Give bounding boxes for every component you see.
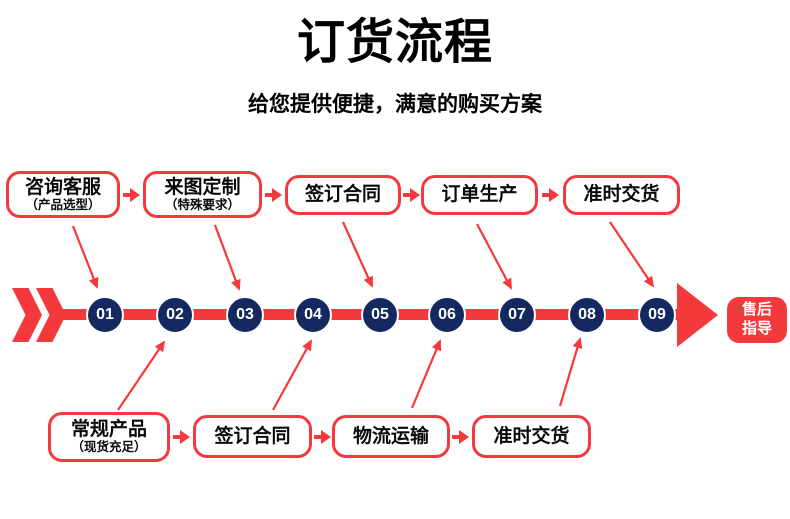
connector-arrow	[117, 340, 166, 411]
step-label: 来图定制	[164, 176, 241, 198]
page-title: 订货流程	[296, 16, 493, 69]
arrow-right-icon	[542, 188, 559, 202]
timeline-step-05: 05	[361, 296, 399, 334]
step-box-order-production: 订单生产	[421, 175, 538, 215]
step-sublabel: （产品选型）	[25, 197, 101, 212]
connector-arrow	[410, 339, 442, 409]
arrow-right-icon	[265, 188, 282, 202]
after-sales-badge: 售后 指导	[727, 297, 787, 343]
flow-end-arrow-icon	[677, 283, 718, 347]
timeline-step-03: 03	[226, 296, 264, 334]
connector-arrow	[71, 225, 99, 289]
step-label: 签订合同	[304, 184, 381, 206]
timeline-step-09: 09	[638, 296, 676, 334]
step-box-custom-drawing: 来图定制 （特殊要求）	[143, 171, 262, 218]
step-box-sign-contract-bottom: 签订合同	[193, 415, 312, 458]
step-sublabel: （现货充足）	[71, 440, 147, 455]
step-label: 常规产品	[70, 419, 147, 441]
step-label: 准时交货	[493, 425, 570, 447]
step-box-logistics: 物流运输	[332, 415, 450, 458]
arrow-right-icon	[123, 188, 140, 202]
timeline-step-06: 06	[428, 296, 466, 334]
arrow-right-icon	[173, 430, 190, 444]
arrow-right-icon	[403, 188, 420, 202]
step-label: 准时交货	[583, 184, 660, 206]
connector-arrow	[213, 224, 241, 291]
step-label: 物流运输	[352, 425, 429, 447]
connector-arrow	[609, 221, 655, 288]
timeline-step-07: 07	[498, 296, 536, 334]
timeline-step-04: 04	[294, 296, 332, 334]
after-sales-badge-line2: 指导	[741, 320, 772, 337]
timeline-step-01: 01	[86, 296, 124, 334]
step-label: 咨询客服	[24, 176, 101, 198]
step-box-regular-product: 常规产品 （现货充足）	[48, 412, 170, 462]
timeline-step-08: 08	[568, 296, 606, 334]
timeline-step-02: 02	[156, 296, 194, 334]
step-box-consult: 咨询客服 （产品选型）	[6, 171, 120, 218]
page-subtitle: 给您提供便捷，满意的购买方案	[248, 93, 542, 116]
connector-arrow	[476, 223, 512, 290]
step-box-sign-contract-top: 签订合同	[285, 175, 401, 215]
flow-start-chevron-icon	[12, 288, 42, 342]
connector-arrow	[558, 337, 583, 407]
step-box-ontime-delivery-bottom: 准时交货	[472, 415, 591, 458]
step-box-ontime-delivery-top: 准时交货	[563, 175, 680, 215]
step-label: 订单生产	[441, 184, 518, 206]
arrow-right-icon	[314, 430, 331, 444]
connector-arrow	[272, 339, 312, 411]
after-sales-badge-line1: 售后	[741, 301, 772, 319]
connector-arrow	[341, 221, 374, 288]
step-label: 签订合同	[214, 425, 291, 447]
arrow-right-icon	[452, 430, 469, 444]
step-sublabel: （特殊要求）	[164, 197, 240, 212]
